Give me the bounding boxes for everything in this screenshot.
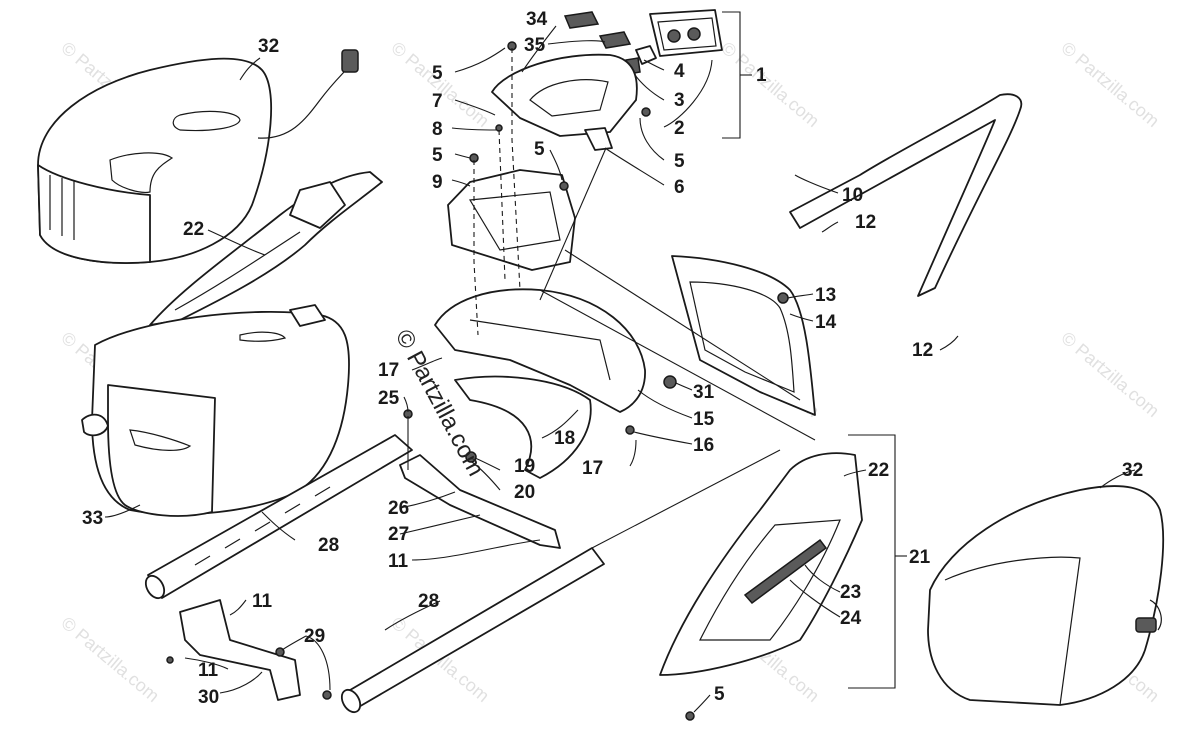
callout-27: 27 bbox=[388, 524, 409, 545]
callout-22: 22 bbox=[183, 219, 204, 240]
callout-7: 7 bbox=[432, 91, 443, 112]
callout-12: 12 bbox=[912, 340, 933, 361]
callout-5: 5 bbox=[534, 139, 545, 160]
callout-5: 5 bbox=[432, 145, 443, 166]
callout-34: 34 bbox=[526, 9, 548, 30]
callout-17: 17 bbox=[378, 360, 399, 381]
callout-35: 35 bbox=[524, 35, 546, 56]
watermark: © Partzilla.com bbox=[387, 38, 493, 131]
callout-15: 15 bbox=[693, 409, 715, 430]
bracket-26-27 bbox=[399, 454, 561, 549]
callout-4: 4 bbox=[674, 61, 685, 82]
callout-31: 31 bbox=[693, 382, 715, 403]
tube-28-upper bbox=[144, 434, 413, 600]
callout-12: 12 bbox=[855, 212, 876, 233]
callout-23: 23 bbox=[840, 582, 861, 603]
callout-3: 3 bbox=[674, 90, 685, 111]
callout-14: 14 bbox=[815, 312, 837, 333]
callout-19: 19 bbox=[514, 456, 535, 477]
watermark: © Partzilla.com bbox=[1057, 328, 1163, 421]
callout-11: 11 bbox=[252, 591, 273, 612]
bracket-left-22 bbox=[149, 171, 383, 326]
watermark: © Partzilla.com bbox=[1057, 38, 1163, 131]
callout-8: 8 bbox=[432, 119, 443, 140]
plate-9 bbox=[447, 169, 576, 271]
callout-11: 11 bbox=[388, 551, 409, 572]
callout-9: 9 bbox=[432, 172, 443, 193]
callout-2: 2 bbox=[674, 118, 685, 139]
callout-labels: 32 22 33 34 35 5 7 8 5 5 9 4 3 2 1 5 6 1… bbox=[82, 9, 1143, 708]
callout-5: 5 bbox=[674, 151, 685, 172]
saddlebag-right-lower bbox=[927, 485, 1165, 706]
saddlebag-left-upper bbox=[37, 49, 359, 264]
callout-32: 32 bbox=[1122, 460, 1143, 481]
callout-24: 24 bbox=[840, 608, 862, 629]
bracket-30 bbox=[179, 599, 301, 701]
callout-28: 28 bbox=[318, 535, 339, 556]
callout-25: 25 bbox=[378, 388, 400, 409]
alignment-lines bbox=[407, 48, 816, 549]
callout-28: 28 bbox=[418, 591, 439, 612]
callout-22: 22 bbox=[868, 460, 889, 481]
tube-28-lower bbox=[340, 547, 605, 714]
callout-13: 13 bbox=[815, 285, 836, 306]
callout-30: 30 bbox=[198, 687, 219, 708]
callout-26: 26 bbox=[388, 498, 409, 519]
callout-18: 18 bbox=[554, 428, 575, 449]
callout-17: 17 bbox=[582, 458, 603, 479]
leader-lines bbox=[104, 25, 1136, 713]
callout-32: 32 bbox=[258, 36, 279, 57]
callout-16: 16 bbox=[693, 435, 714, 456]
rear-cover-6 bbox=[491, 53, 638, 151]
callout-5: 5 bbox=[714, 684, 725, 705]
callout-33: 33 bbox=[82, 508, 103, 529]
callout-10: 10 bbox=[842, 185, 863, 206]
callout-21: 21 bbox=[909, 547, 931, 568]
group-brackets bbox=[722, 11, 907, 689]
callout-11: 11 bbox=[198, 660, 219, 681]
watermark: © Partzilla.com bbox=[717, 38, 823, 131]
watermark: © Partzilla.com bbox=[57, 613, 163, 706]
callout-29: 29 bbox=[304, 626, 325, 647]
side-cover-21 bbox=[659, 452, 863, 676]
callout-5: 5 bbox=[432, 63, 443, 84]
saddlebag-left-lower bbox=[81, 304, 350, 517]
callout-6: 6 bbox=[674, 177, 685, 198]
grab-rail-10 bbox=[789, 93, 1023, 297]
callout-20: 20 bbox=[514, 482, 535, 503]
callout-1: 1 bbox=[756, 65, 767, 86]
